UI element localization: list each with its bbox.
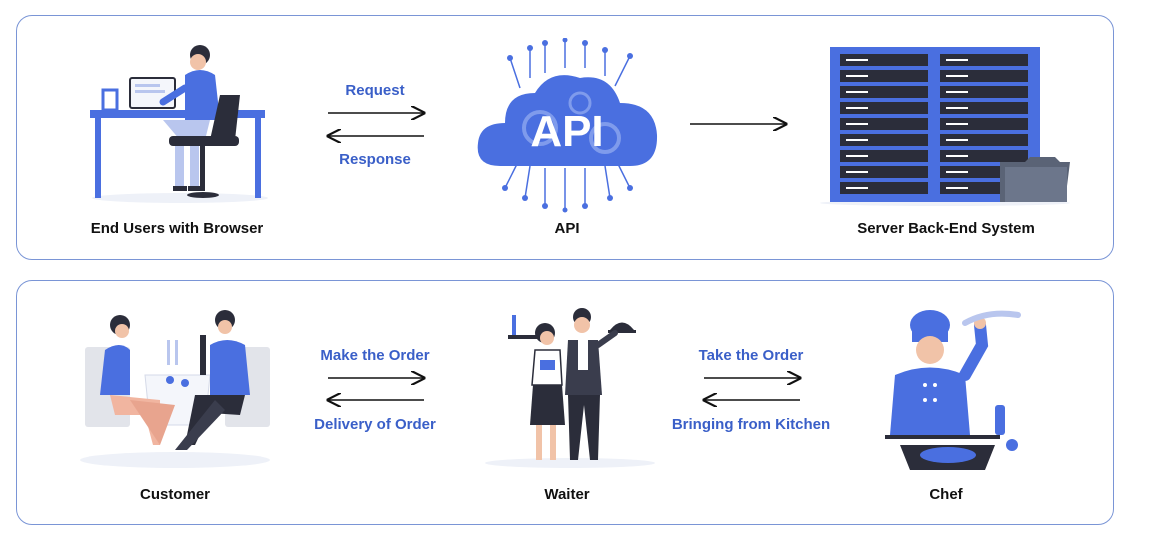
chef-caption: Chef — [929, 486, 963, 503]
server-slot — [940, 102, 1028, 114]
dining-couple-icon — [80, 310, 270, 468]
end-users-caption: End Users with Browser — [90, 220, 264, 237]
waiters-icon — [485, 308, 655, 468]
server-slot-light — [846, 59, 868, 61]
api-caption: API — [554, 220, 580, 237]
server-slot-light — [846, 187, 868, 189]
server-slot — [940, 118, 1028, 130]
server-slot-light — [946, 171, 968, 173]
server-slot — [840, 86, 928, 98]
customer-caption: Customer — [139, 486, 211, 503]
server-slot-light — [846, 91, 868, 93]
server-slot — [940, 70, 1028, 82]
make-order-label: Make the Order — [320, 347, 430, 364]
waiter-caption: Waiter — [544, 486, 590, 503]
server-slot — [840, 54, 928, 66]
server-slot-light — [846, 139, 868, 141]
server-slot — [940, 54, 1028, 66]
server-slot — [840, 182, 928, 194]
server-slot — [940, 86, 1028, 98]
server-slot-light — [946, 155, 968, 157]
server-slot — [940, 134, 1028, 146]
server-slot-light — [846, 75, 868, 77]
server-slot — [940, 150, 1028, 162]
server-slot-light — [846, 155, 868, 157]
user-at-computer-icon — [90, 45, 268, 203]
server-slot — [840, 70, 928, 82]
chef-icon — [885, 310, 1021, 470]
server-rack-icon — [820, 47, 1070, 206]
server-slot-light — [946, 107, 968, 109]
response-label: Response — [339, 151, 411, 168]
server-slot — [840, 102, 928, 114]
server-slot — [840, 134, 928, 146]
server-slot-light — [846, 123, 868, 125]
server-slot-light — [946, 75, 968, 77]
server-slot-light — [846, 171, 868, 173]
api-cloud-text: API — [530, 107, 603, 156]
bringing-label: Bringing from Kitchen — [671, 416, 831, 433]
server-slot-light — [946, 123, 968, 125]
server-slot — [840, 166, 928, 178]
server-slot-light — [946, 59, 968, 61]
request-label: Request — [345, 82, 405, 99]
server-caption: Server Back-End System — [857, 220, 1035, 237]
server-slot — [840, 118, 928, 130]
server-slot-light — [946, 91, 968, 93]
server-slot-light — [946, 187, 968, 189]
server-slot-light — [846, 107, 868, 109]
api-cloud-icon: API — [477, 38, 658, 213]
delivery-label: Delivery of Order — [314, 416, 436, 433]
server-slot-light — [946, 139, 968, 141]
server-slot — [840, 150, 928, 162]
take-order-label: Take the Order — [698, 347, 804, 364]
